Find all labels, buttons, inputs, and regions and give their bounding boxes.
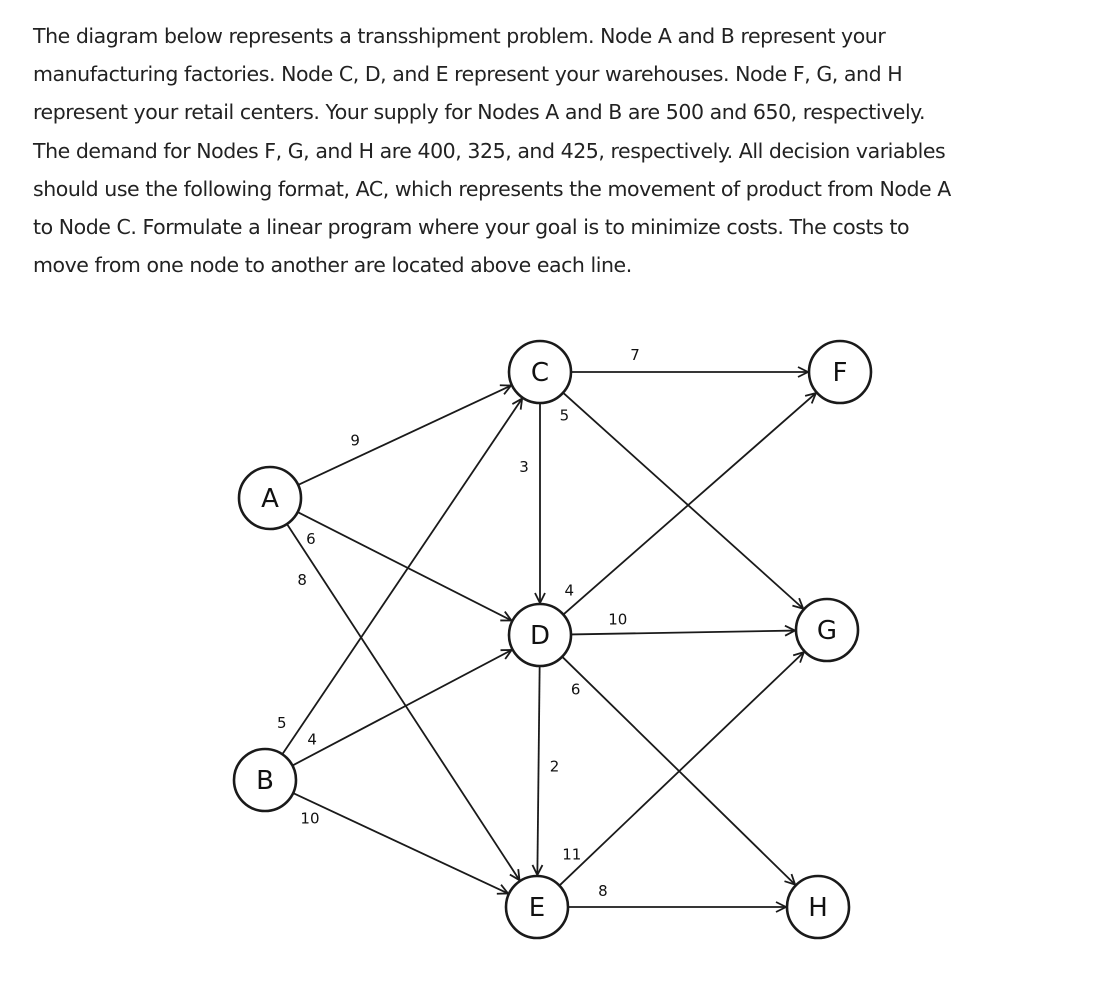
cost-label-bc: 5 — [277, 714, 287, 732]
cost-label-cd: 3 — [519, 458, 529, 476]
node-c: C — [507, 339, 573, 405]
edge-de — [537, 665, 539, 875]
node-label: G — [817, 616, 837, 646]
node-label: A — [261, 484, 279, 514]
node-circle — [785, 874, 851, 940]
node-label: F — [833, 358, 848, 388]
cost-label-be: 10 — [300, 810, 319, 828]
problem-statement: The diagram below represents a transship… — [33, 17, 1093, 284]
edge-bc — [281, 399, 522, 755]
cost-label-eh: 8 — [598, 882, 608, 900]
node-e: E — [504, 874, 570, 940]
edge-df — [562, 393, 816, 616]
problem-line: should use the following format, AC, whi… — [33, 176, 951, 201]
node-circle — [507, 602, 573, 668]
node-f: F — [807, 339, 873, 405]
node-g: G — [794, 597, 860, 663]
node-d: D — [507, 602, 573, 668]
node-label: B — [256, 766, 274, 796]
problem-line: move from one node to another are locate… — [33, 253, 632, 278]
edge-be — [292, 792, 508, 893]
cost-labels-layer: 9 6 8 5 4 10 3 7 5 2 4 10 6 11 8 — [277, 346, 640, 900]
cost-label-ae: 8 — [297, 571, 307, 589]
cost-label-bd: 4 — [307, 730, 317, 748]
problem-paragraph: The diagram below represents a transship… — [33, 17, 1093, 284]
edge-cg — [562, 392, 803, 609]
node-circle — [507, 339, 573, 405]
node-b: B — [232, 747, 298, 813]
node-circle — [504, 874, 570, 940]
edge-ac — [297, 386, 511, 486]
cost-label-ac: 9 — [350, 432, 360, 450]
edge-bd — [292, 650, 511, 767]
edge-dg — [570, 631, 795, 635]
node-a: A — [237, 465, 303, 531]
problem-line: represent your retail centers. Your supp… — [33, 100, 926, 125]
cost-label-dh: 6 — [571, 680, 581, 698]
problem-line: The diagram below represents a transship… — [33, 24, 886, 48]
problem-line: The demand for Nodes F, G, and H are 400… — [33, 138, 946, 163]
nodes-layer: A B C D E F G H — [232, 339, 873, 940]
cost-label-cg: 5 — [560, 406, 570, 424]
cost-label-ad: 6 — [306, 530, 316, 548]
cost-label-df: 4 — [564, 582, 574, 600]
edge-ad — [297, 511, 512, 620]
cost-label-dg: 10 — [608, 611, 627, 629]
node-circle — [794, 597, 860, 663]
cost-label-de: 2 — [550, 757, 560, 775]
edges-layer — [281, 372, 816, 907]
problem-line: manufacturing factories. Node C, D, and … — [33, 62, 903, 87]
edge-eg — [558, 652, 803, 887]
node-label: C — [531, 358, 549, 388]
node-circle — [807, 339, 873, 405]
node-label: H — [808, 893, 828, 923]
node-circle — [237, 465, 303, 531]
node-h: H — [785, 874, 851, 940]
edge-ae — [286, 523, 520, 880]
node-circle — [232, 747, 298, 813]
node-label: E — [529, 893, 545, 923]
cost-label-eg: 11 — [562, 845, 581, 863]
cost-label-cf: 7 — [630, 346, 640, 364]
problem-line: to Node C. Formulate a linear program wh… — [33, 215, 910, 240]
node-label: D — [530, 621, 550, 651]
